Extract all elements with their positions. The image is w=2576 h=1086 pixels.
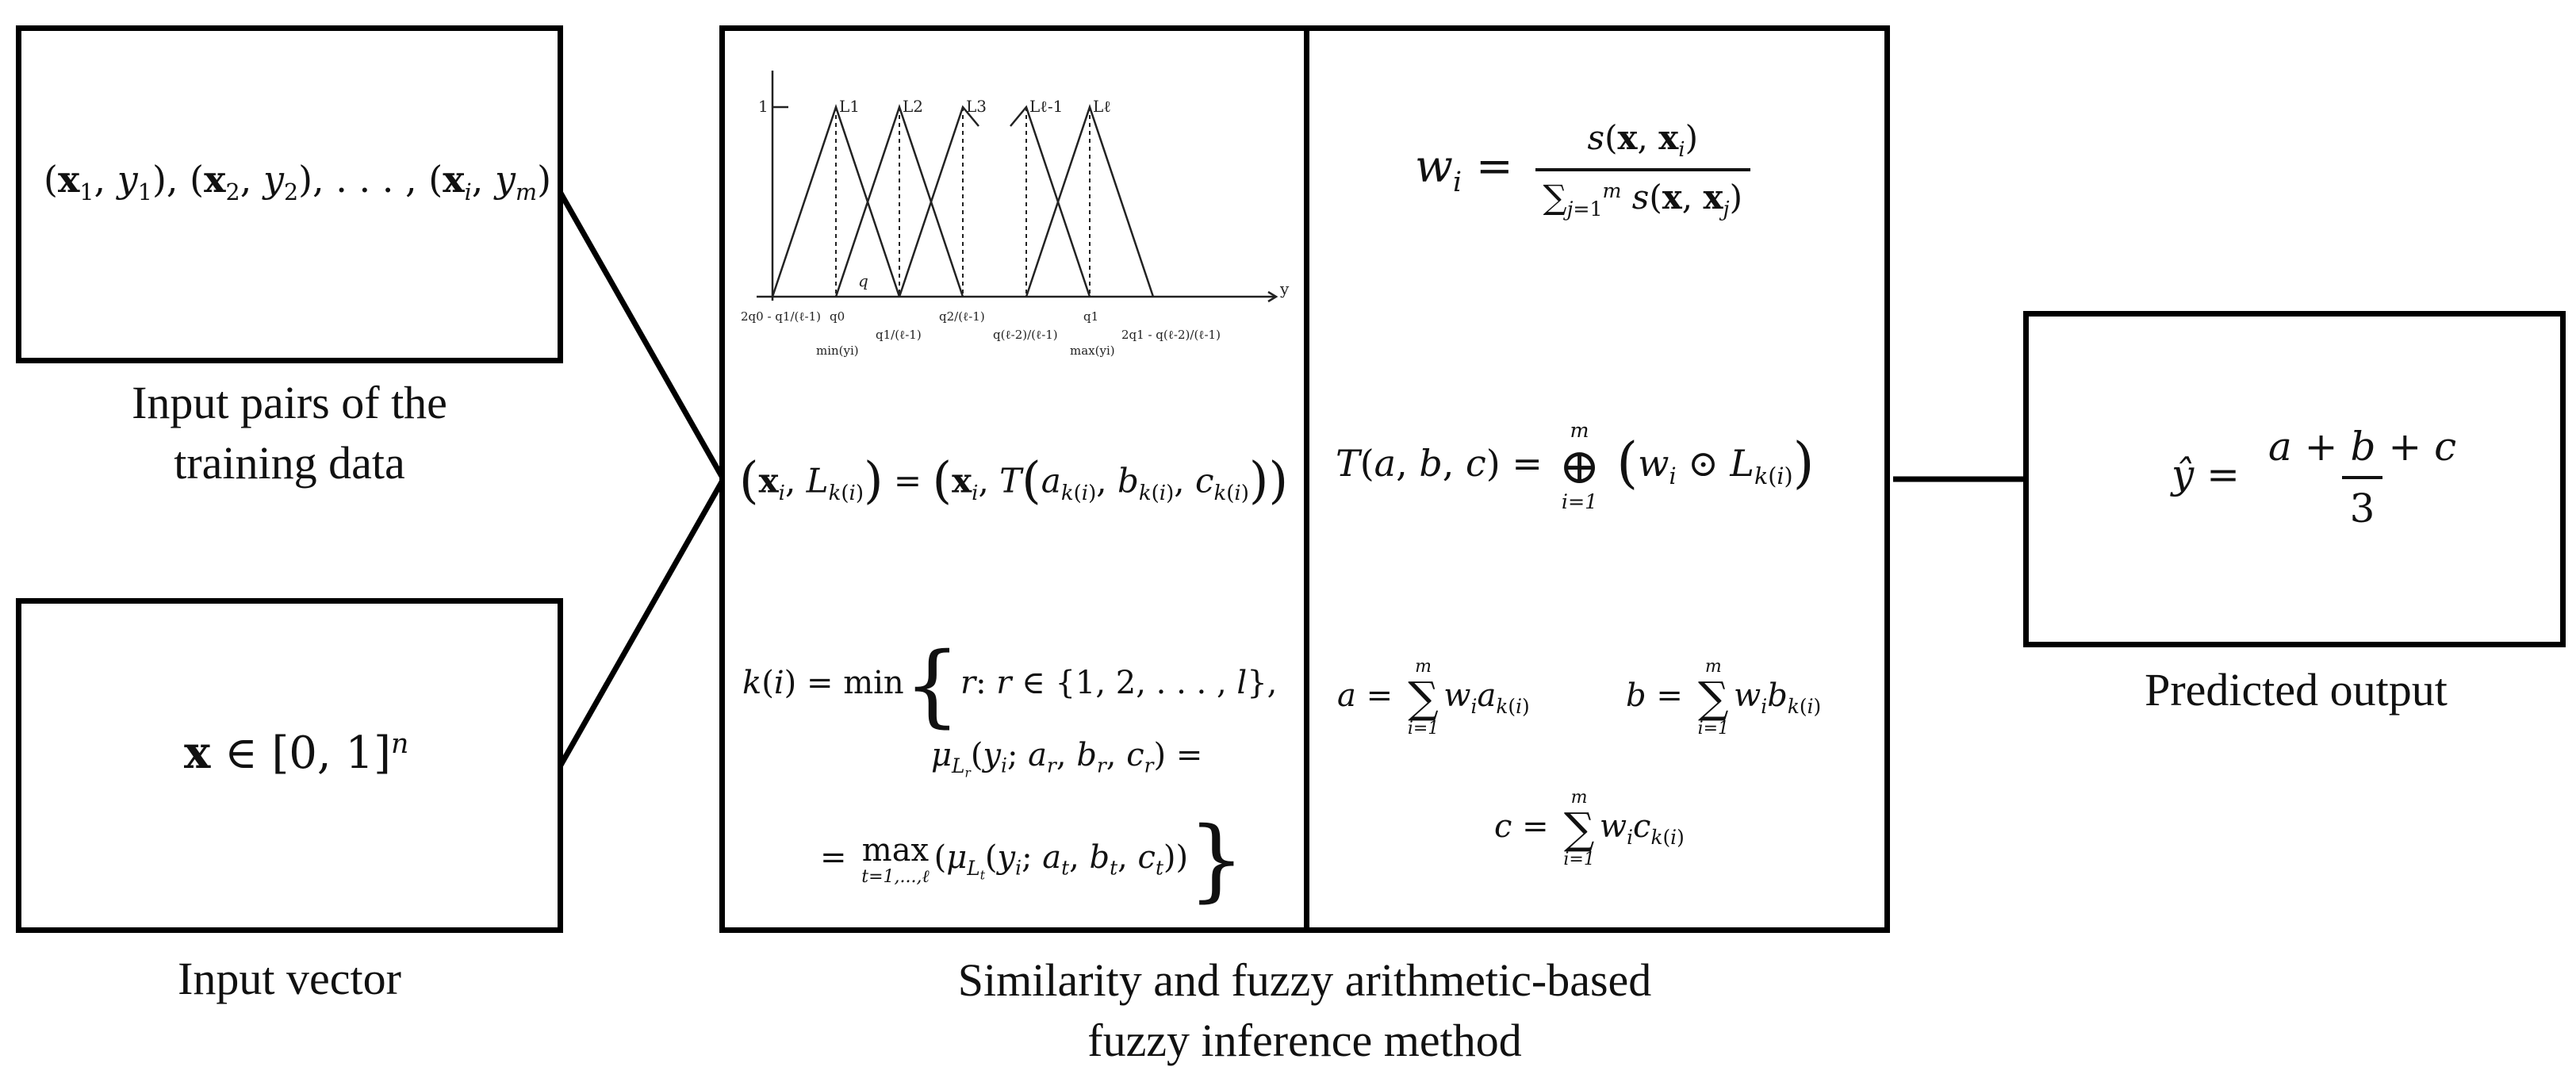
output-caption: Predicted output: [2145, 664, 2448, 716]
output-formula: ŷ = a + b + c 3: [2172, 424, 2457, 531]
input-vector-formula: x ∈ [0, 1]n: [184, 727, 409, 779]
plot-tick-label: q1/(ℓ-1): [876, 328, 922, 342]
plot-tick-label: q(ℓ-2)/(ℓ-1): [993, 328, 1058, 342]
fuzzy-set-l-ell-minus-1: [1010, 105, 1091, 297]
weight-formula: wi = s(x, xi) ∑j=1m s(x, xj): [1415, 118, 1758, 221]
pair-formula: (xi, Lk(i)) = (xi, T(ak(i), bk(i), ck(i)…: [739, 451, 1289, 509]
plot-x-axis-label: y: [1279, 279, 1290, 298]
training-data-box: (x1, y1), (x2, y2), . . . , (xi, ym): [16, 25, 563, 363]
connector-input-to-method: [556, 478, 726, 769]
plot-tick-label: q2/(ℓ-1): [939, 309, 985, 324]
plot-label-l1: L1: [839, 97, 860, 116]
k-formula-line2: μLr(yi; ar, br, cr) =: [931, 737, 1203, 781]
fuzzy-sets-plot: 1 y L1 L2 L3 Lℓ-1 Lℓ q 2q0 - q1/(ℓ-1) q0…: [741, 71, 1290, 358]
fuzzy-set-l3: [898, 105, 979, 297]
plot-inner-label-q: q: [858, 271, 868, 290]
k-formula-line1: k(i) = min{r: r ∈ {1, 2, . . . , l},: [742, 634, 1278, 737]
plot-y-tick-1: 1: [758, 97, 769, 116]
plot-label-l-ell: Lℓ: [1093, 97, 1111, 116]
method-caption: Similarity and fuzzy arithmetic-based fu…: [957, 954, 1652, 1066]
connector-training-to-method: [556, 189, 726, 481]
plot-tick-label: q1: [1083, 309, 1098, 324]
plot-label-l3: L3: [966, 97, 987, 116]
plot-x-arrow: [1267, 290, 1278, 303]
plot-tick-note-min: min(yi): [816, 343, 859, 358]
plot-tick-note-max: max(yi): [1070, 343, 1115, 358]
t-formula: T(a, b, c) = m⊕i=1 (wi ⊙ Lk(i)): [1336, 419, 1815, 513]
method-box: 1 y L1 L2 L3 Lℓ-1 Lℓ q 2q0 - q1/(ℓ-1) q0…: [719, 25, 1890, 933]
plot-tick-label: q0: [830, 309, 845, 324]
method-divider: [1304, 31, 1309, 927]
training-data-caption: Input pairs of the training data: [132, 377, 447, 489]
plot-tick-label: 2q1 - q(ℓ-2)/(ℓ-1): [1121, 328, 1221, 342]
plot-tick-label: 2q0 - q1/(ℓ-1): [741, 309, 821, 324]
output-box: ŷ = a + b + c 3: [2023, 311, 2566, 647]
plot-label-l2: L2: [903, 97, 923, 116]
input-vector-caption: Input vector: [178, 953, 401, 1004]
input-vector-box: x ∈ [0, 1]n: [16, 598, 563, 933]
plot-label-l-ell-minus-1: Lℓ-1: [1029, 97, 1063, 116]
training-pairs-formula: (x1, y1), (x2, y2), . . . , (xi, ym): [44, 158, 552, 205]
